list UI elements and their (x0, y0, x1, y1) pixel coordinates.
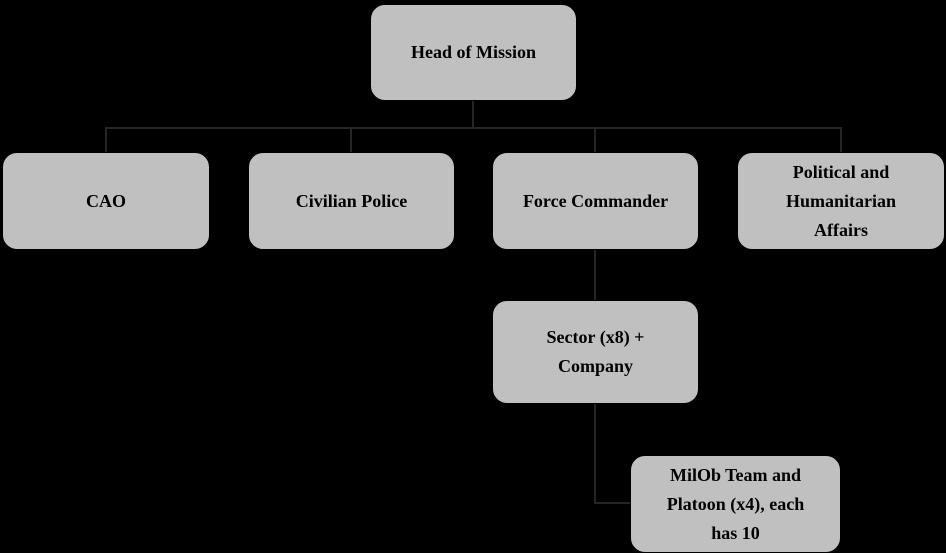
connector-sector-to-milob (594, 502, 632, 504)
connector-force-to-sector (594, 250, 596, 300)
org-node-label-political-humanitarian-affairs: Political and Humanitarian Affairs (785, 161, 896, 240)
org-node-force-commander: Force Commander (492, 152, 699, 250)
connector-rail-to-force-commander (594, 128, 596, 152)
org-node-label-sector-company: Sector (x8) + Company (546, 327, 645, 376)
connector-rail-to-political (840, 128, 842, 152)
connector-head-to-rail (472, 101, 474, 128)
connector-rail-to-cao (105, 128, 107, 152)
org-node-sector-company: Sector (x8) + Company (492, 300, 699, 404)
connector-row2-rail (105, 127, 842, 129)
org-node-label-cao: CAO (86, 190, 126, 211)
org-node-label-civilian-police: Civilian Police (295, 190, 408, 211)
org-node-civilian-police: Civilian Police (248, 152, 455, 250)
org-node-label-force-commander: Force Commander (522, 190, 669, 211)
org-node-head-of-mission: Head of Mission (370, 4, 577, 101)
connector-rail-to-civilian-police (350, 128, 352, 152)
org-node-milob-platoon: MilOb Team and Platoon (x4), each has 10 (630, 455, 841, 553)
org-node-political-humanitarian-affairs: Political and Humanitarian Affairs (737, 152, 945, 250)
org-node-cao: CAO (2, 152, 210, 250)
connector-sector-drop (594, 404, 596, 504)
org-node-label-head-of-mission: Head of Mission (410, 42, 536, 62)
org-node-label-milob-platoon: MilOb Team and Platoon (x4), each has 10 (666, 464, 805, 543)
